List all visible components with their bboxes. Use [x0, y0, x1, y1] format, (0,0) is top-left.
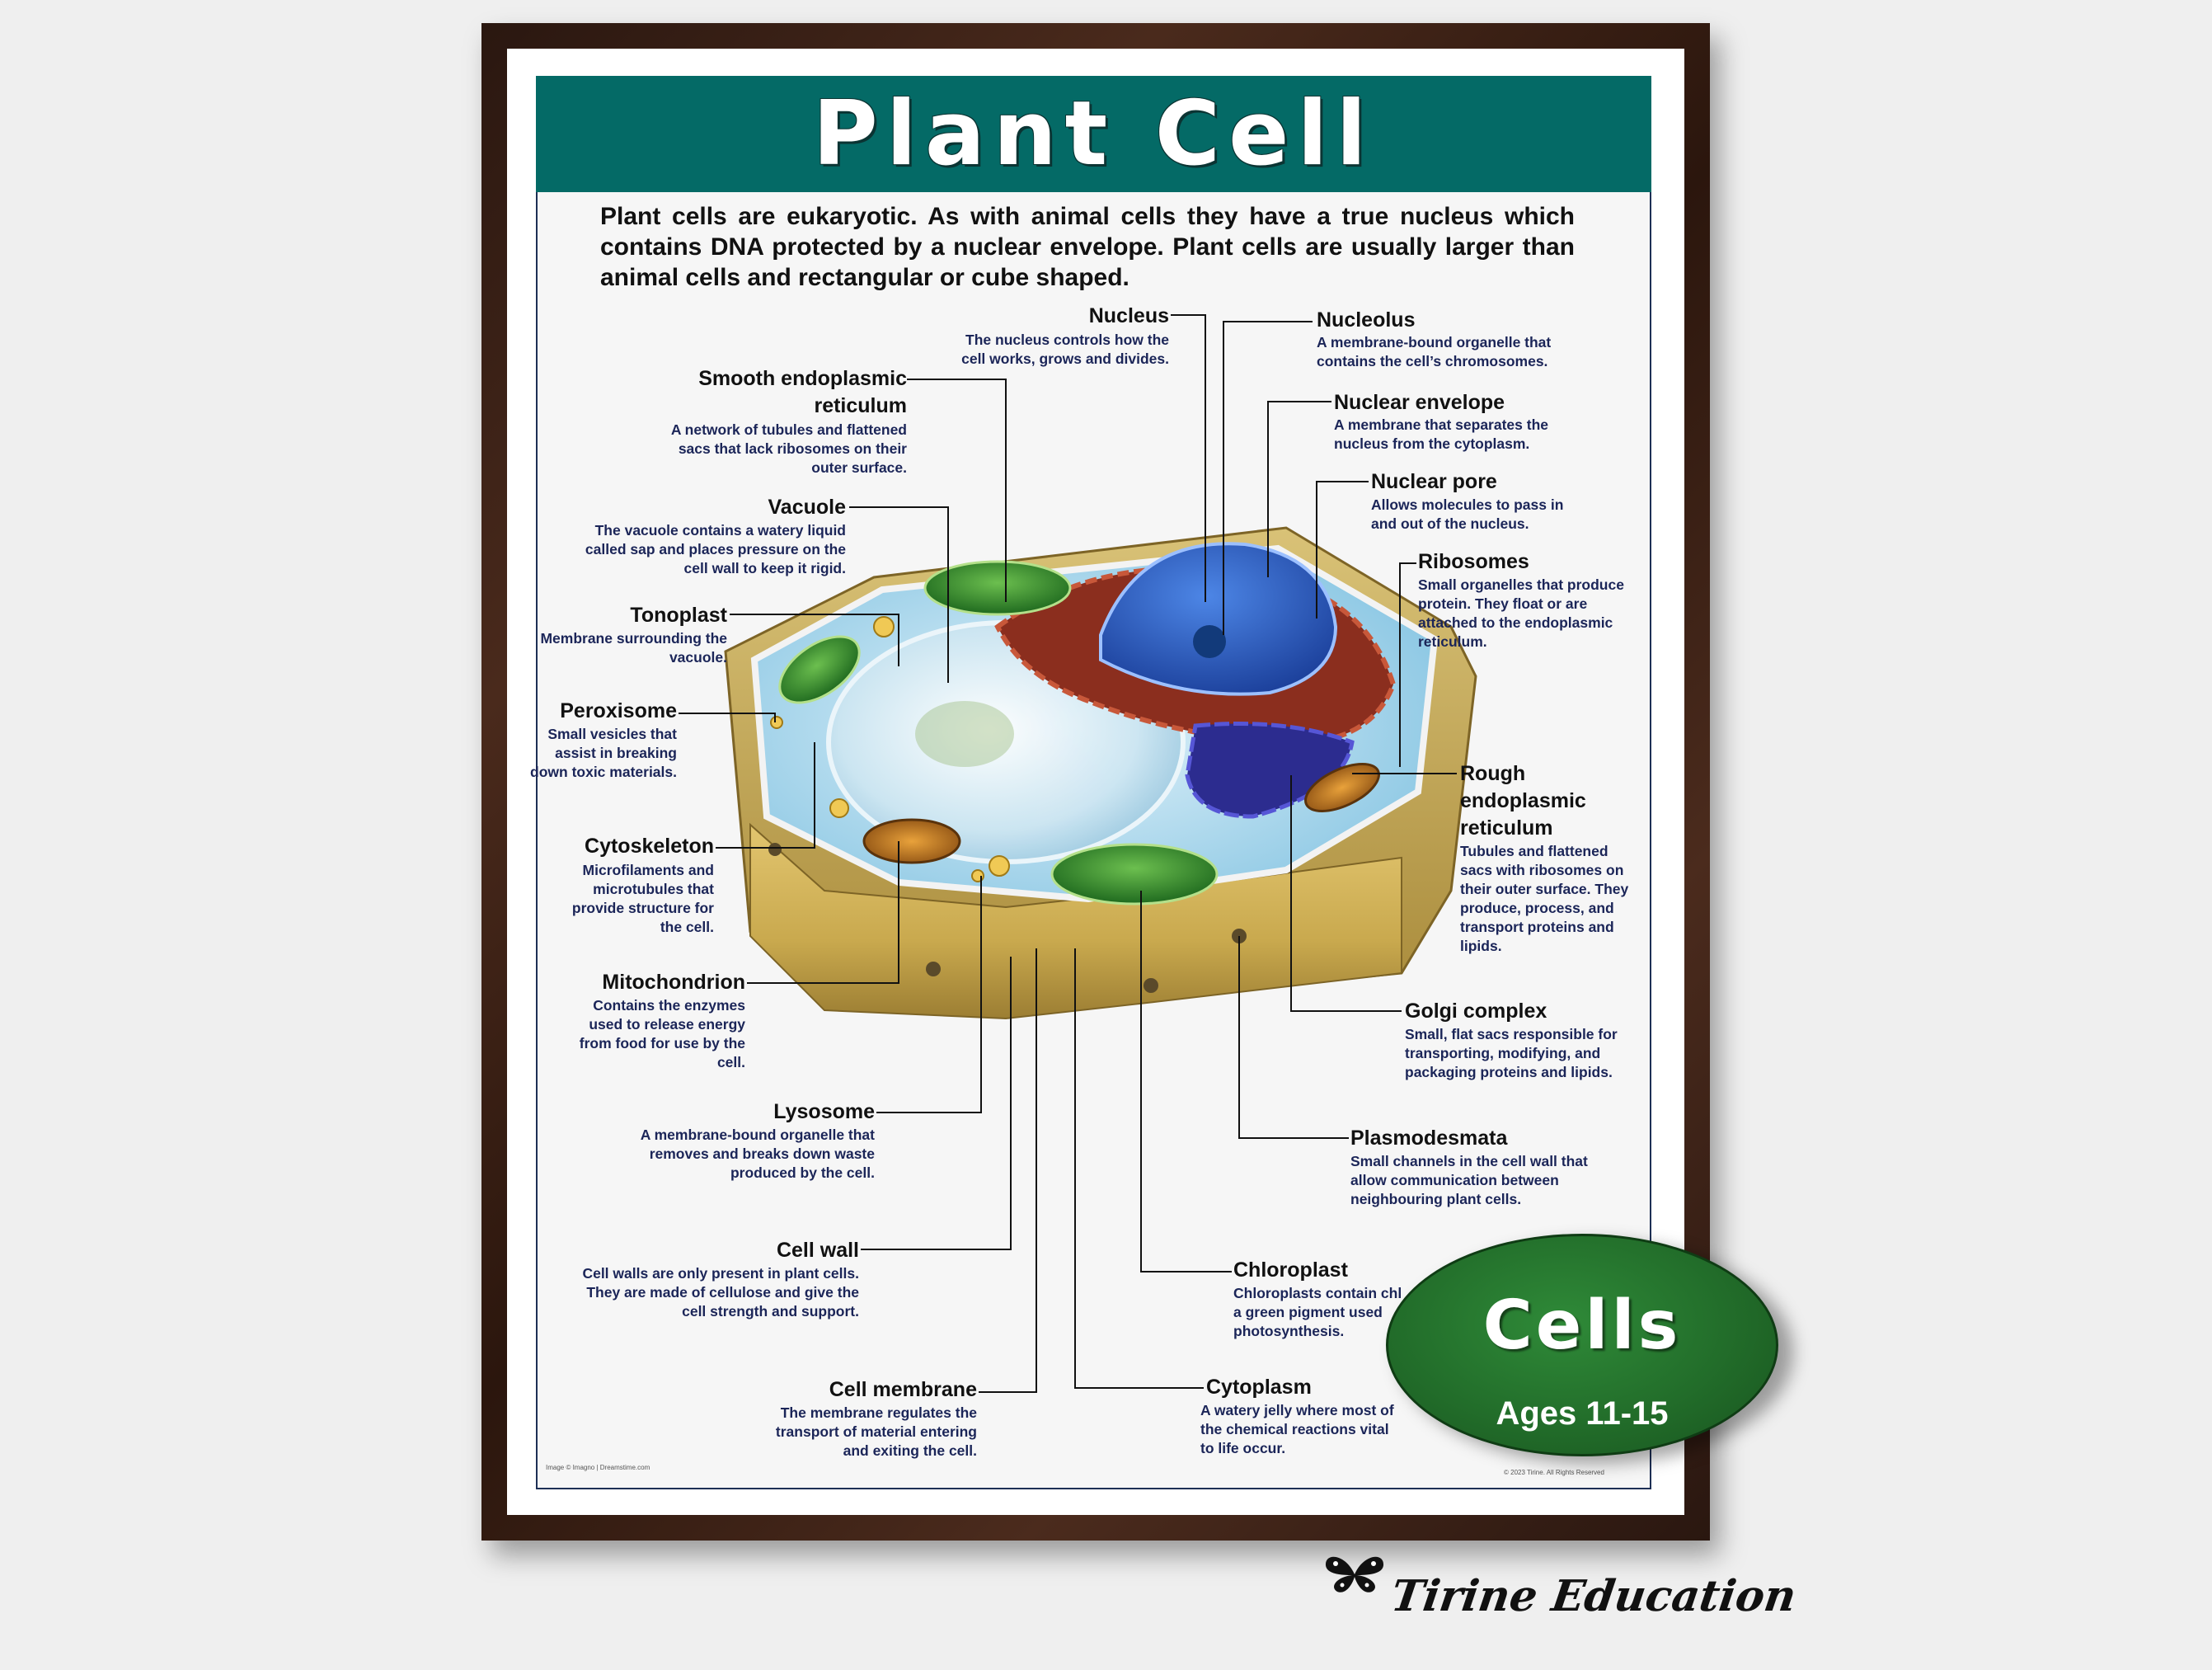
badge-subtitle: Ages 11-15	[1496, 1395, 1669, 1432]
desc-cytoskeleton: Microfilaments and microtubules that pro…	[571, 862, 714, 935]
desc-ribosomes: Small organelles that produce protein. T…	[1418, 576, 1624, 650]
label-ribosomes: Ribosomes	[1418, 550, 1529, 573]
desc-peroxisome: Small vesicles that assist in breaking d…	[530, 726, 677, 780]
label-cytoplasm: Cytoplasm	[1206, 1376, 1312, 1399]
label-cell-membrane: Cell membrane	[829, 1378, 977, 1401]
desc-vacuole: The vacuole contains a watery liquid cal…	[585, 522, 846, 576]
brand-name: Tirine Education	[1388, 1571, 1800, 1621]
desc-tonoplast: Membrane surrounding the vacuole.	[540, 630, 727, 666]
desc-cell-wall: Cell walls are only present in plant cel…	[582, 1265, 859, 1320]
desc-chloroplast: Chloroplasts contain chl a green pigment…	[1233, 1285, 1402, 1339]
label-vacuole: Vacuole	[768, 496, 847, 519]
label-plasmodesmata: Plasmodesmata	[1350, 1127, 1508, 1150]
intro-paragraph: Plant cells are eukaryotic. As with anim…	[600, 203, 1575, 291]
label-cytoskeleton: Cytoskeleton	[585, 835, 714, 858]
age-badge	[1386, 1234, 1778, 1456]
desc-nuclear-pore: Allows molecules to pass in and out of t…	[1371, 496, 1564, 532]
desc-cell-membrane: The membrane regulates the transport of …	[775, 1404, 977, 1459]
label-nuclear-envelope: Nuclear envelope	[1334, 391, 1505, 414]
label-cell-wall: Cell wall	[776, 1239, 859, 1262]
poster-title: Plant Cell	[812, 82, 1375, 186]
label-nucleus: Nucleus	[1088, 304, 1169, 327]
label-smooth-er: Smooth endoplasmic reticulum	[698, 367, 907, 417]
desc-golgi: Small, flat sacs responsible for transpo…	[1405, 1026, 1618, 1080]
label-rough-er: Rough endoplasmic reticulum	[1460, 762, 1586, 840]
desc-cytoplasm: A watery jelly where most of the chemica…	[1200, 1402, 1394, 1456]
desc-nucleolus: A membrane-bound organelle that contains…	[1317, 334, 1552, 369]
label-mitochondrion: Mitochondrion	[602, 971, 745, 994]
label-lysosome: Lysosome	[773, 1100, 875, 1123]
label-nucleolus: Nucleolus	[1317, 308, 1416, 332]
desc-nuclear-envelope: A membrane that separates the nucleus fr…	[1334, 416, 1548, 452]
badge-title: Cells	[1482, 1287, 1682, 1365]
label-golgi: Golgi complex	[1405, 1000, 1547, 1023]
desc-plasmodesmata: Small channels in the cell wall that all…	[1350, 1153, 1588, 1207]
title-banner	[536, 76, 1651, 192]
desc-rough-er: Tubules and flattened sacs with ribosome…	[1460, 843, 1629, 954]
label-tonoplast: Tonoplast	[630, 604, 727, 627]
label-peroxisome: Peroxisome	[560, 699, 677, 722]
desc-lysosome: A membrane-bound organelle that removes …	[640, 1127, 875, 1181]
desc-nucleus: The nucleus controls how the cell works,…	[961, 332, 1169, 367]
desc-mitochondrion: Contains the enzymes used to release ene…	[579, 997, 745, 1070]
image-credit: Image © Imagno | Dreamstime.com	[546, 1464, 650, 1471]
label-nuclear-pore: Nuclear pore	[1371, 470, 1497, 493]
desc-smooth-er: A network of tubules and flattened sacs …	[670, 421, 907, 476]
butterfly-icon	[1325, 1556, 1384, 1592]
label-chloroplast: Chloroplast	[1233, 1258, 1348, 1282]
copyright-notice: © 2023 Tirine. All Rights Reserved	[1504, 1469, 1604, 1476]
